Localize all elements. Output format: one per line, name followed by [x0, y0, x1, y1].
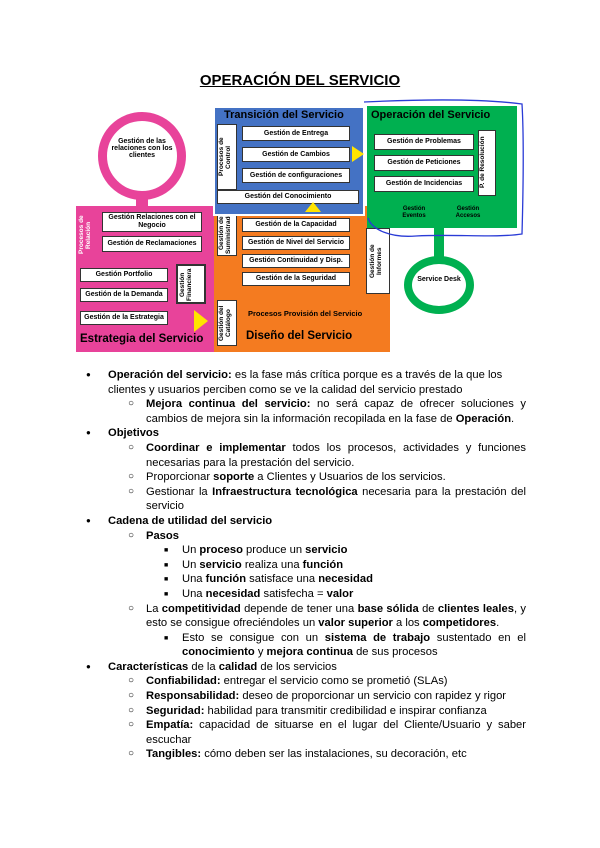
- list-item: Un servicio realiza una función: [0, 558, 600, 573]
- complaints-management: Gestión de Reclamaciones: [102, 236, 202, 252]
- event-management: Gestión Eventos: [394, 204, 434, 222]
- demand-management: Gestión de la Demanda: [80, 288, 168, 302]
- list-item: Un proceso produce un servicio: [0, 543, 600, 558]
- capacity-management: Gestión de la Capacidad: [242, 218, 350, 232]
- continuity-management: Gestión Continuidad y Disp.: [242, 254, 350, 268]
- business-relations: Gestión Relaciones con el Negocio: [102, 212, 202, 232]
- arrow-right-icon: [352, 146, 364, 162]
- customer-relations-label: Gestión de las relaciones con los client…: [111, 138, 173, 159]
- catalog-box: [217, 300, 237, 346]
- security-management: Gestión de la Seguridad: [242, 272, 350, 286]
- transition-header: Transición del Servicio: [224, 109, 344, 121]
- page-title: OPERACIÓN DEL SERVICIO: [199, 72, 401, 89]
- access-management: Gestión Accesos: [448, 204, 488, 222]
- list-item: Cadena de utilidad del servicio: [0, 514, 600, 529]
- financial-box: [176, 264, 206, 304]
- list-item: Tangibles: cómo deben ser las instalacio…: [0, 747, 600, 762]
- arrow-icon: [194, 310, 208, 332]
- service-desk-label: Service Desk: [417, 276, 461, 283]
- itil-diagram: Gestión de las relaciones con los client…: [76, 98, 526, 356]
- configuration-management: Gestión de configuraciones: [242, 168, 350, 183]
- list-item: Una necesidad satisfecha = valor: [0, 587, 600, 602]
- problem-management: Gestión de Problemas: [374, 134, 474, 150]
- list-item: Proporcionar soporte a Clientes y Usuari…: [0, 470, 600, 485]
- request-management: Gestión de Peticiones: [374, 155, 474, 171]
- list-item: Gestionar la Infraestructura tecnológica…: [0, 485, 600, 514]
- portfolio-management: Gestión Portfolio: [80, 268, 168, 282]
- operation-header: Operación del Servicio: [371, 109, 491, 121]
- design-header: Diseño del Servicio: [246, 330, 353, 342]
- incident-management: Gestión de Incidencias: [374, 176, 474, 192]
- strategy-header: Estrategia del Servicio: [80, 333, 204, 345]
- list-item: Objetivos: [0, 426, 600, 441]
- list-item: Una función satisface una necesidad: [0, 572, 600, 587]
- reports-box: [366, 228, 390, 294]
- service-desk-stem: [434, 228, 444, 262]
- customer-relations-circle: [98, 112, 186, 200]
- list-item: La competitividad depende de tener una b…: [0, 602, 600, 631]
- content-list: Operación del servicio: es la fase más c…: [0, 368, 600, 762]
- circle-stem: [136, 198, 148, 208]
- arrow-up-icon: [305, 202, 321, 212]
- service-desk-circle: [404, 256, 474, 314]
- provision-label: Procesos Provisión del Servicio: [248, 309, 363, 318]
- hand-drawn-outline: [363, 99, 524, 237]
- control-box: [217, 124, 237, 190]
- list-item: Esto se consigue con un sistema de traba…: [0, 631, 600, 660]
- list-item: Coordinar e implementar todos los proces…: [0, 441, 600, 470]
- list-item: Mejora continua del servicio: no será ca…: [0, 397, 600, 426]
- list-item: Seguridad: habilidad para transmitir cre…: [0, 704, 600, 719]
- knowledge-management: Gestión del Conocimiento: [217, 190, 359, 204]
- strategy-management: Gestión de la Estrategia: [80, 311, 168, 325]
- list-item: Empatía: capacidad de situarse en el lug…: [0, 718, 600, 747]
- list-item: Características de la calidad de los ser…: [0, 660, 600, 675]
- list-item: Operación del servicio: es la fase más c…: [0, 368, 600, 397]
- change-management: Gestión de Cambios: [242, 147, 350, 162]
- list-item: Pasos: [0, 529, 600, 544]
- list-item: Confiabilidad: entregar el servicio como…: [0, 674, 600, 689]
- list-item: Responsabilidad: deseo de proporcionar u…: [0, 689, 600, 704]
- release-management: Gestión de Entrega: [242, 126, 350, 141]
- service-level-management: Gestión de Nivel del Servicio: [242, 236, 350, 250]
- resolution-box: [478, 130, 496, 196]
